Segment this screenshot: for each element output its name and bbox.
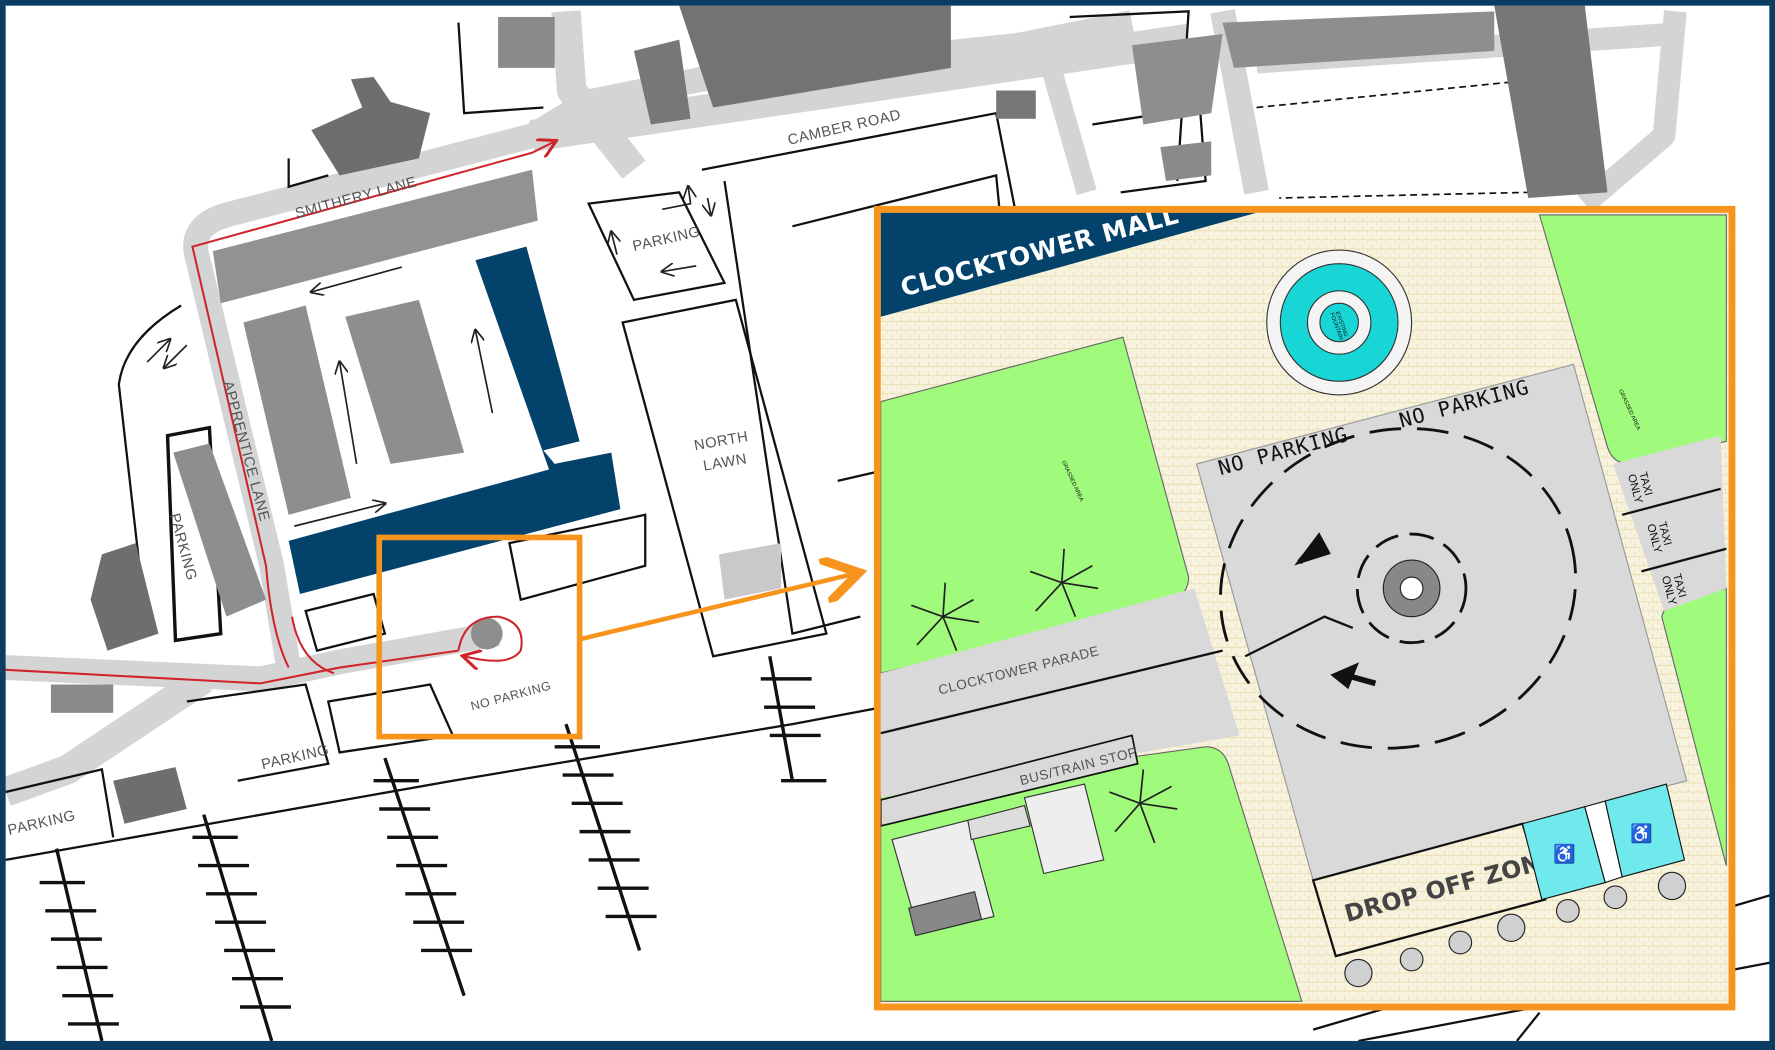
traffic-arrows xyxy=(146,187,711,527)
inset-frame xyxy=(873,205,1736,1011)
fountain: EXISTING FOUNTAIN xyxy=(1266,249,1413,396)
direction-arrow-icon xyxy=(1294,532,1331,566)
route-line xyxy=(5,141,555,685)
direction-arrow-icon xyxy=(1330,662,1377,690)
svg-text:♿: ♿ xyxy=(1630,823,1653,844)
north-lawn-label: LAWN xyxy=(702,451,748,474)
buildings xyxy=(50,5,1608,824)
callout-arrow xyxy=(579,574,855,642)
parking-stalls xyxy=(39,655,827,1042)
svg-text:♿: ♿ xyxy=(1553,843,1576,864)
highlighted-building xyxy=(288,246,621,595)
trees xyxy=(1344,871,1687,988)
palm-trees xyxy=(910,548,1178,844)
bus-shelter xyxy=(891,783,1105,937)
inset-clocktower-mall: CLOCKTOWER MALL CLOCKTOWER PARADE BUS/TR… xyxy=(873,200,1736,1011)
accessible-parking: ♿ ♿ xyxy=(1521,783,1686,901)
